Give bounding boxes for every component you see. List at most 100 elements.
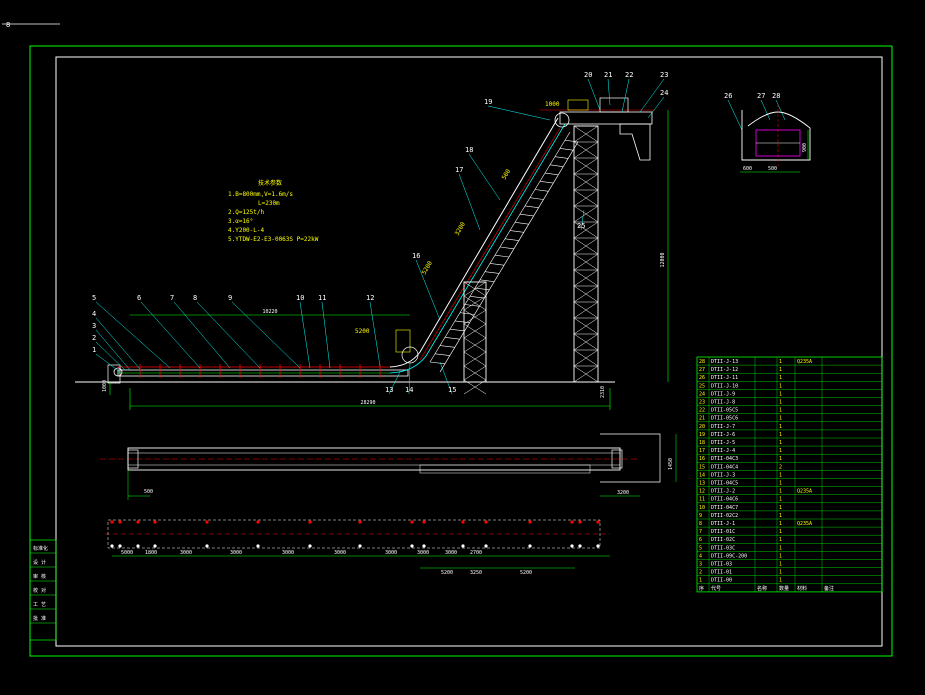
truss-diagonal (529, 197, 544, 200)
callout-8: 8 (193, 294, 197, 302)
truss-diagonal (454, 320, 470, 324)
foundation-point (578, 544, 582, 548)
bom-cell: 25 (699, 383, 705, 389)
bom-cell: 1 (779, 391, 782, 397)
truss-diagonal (434, 353, 450, 356)
callout-23: 23 (660, 71, 668, 79)
truss-diagonal (544, 172, 559, 176)
tower-brace (573, 365, 599, 383)
truss-diagonal (449, 328, 465, 332)
bom-cell: DTII-04C7 (711, 505, 738, 511)
tower-brace (573, 189, 599, 207)
callout-20: 20 (584, 71, 592, 79)
tower-lattice (573, 125, 599, 383)
callout-leader (580, 209, 585, 231)
foundation-point (118, 544, 122, 548)
foundation-dim: 3000 (180, 550, 192, 556)
bom-cell: 1 (779, 497, 782, 503)
tower-brace (573, 141, 599, 159)
bom-cell: 23 (699, 400, 705, 406)
callout-leader (369, 301, 381, 367)
inclined-centerline (419, 127, 561, 361)
foundation-point (153, 520, 157, 524)
bom-cell: DTII-J-3 (711, 472, 735, 478)
foundation-point (410, 520, 414, 524)
bom-cell: DTII-09C-200 (711, 553, 747, 559)
bom-cell: 1 (779, 448, 782, 454)
mid-brace (463, 351, 487, 367)
foundation-point (461, 520, 465, 524)
truss-diagonal (519, 213, 534, 217)
foundation-point (358, 544, 362, 548)
plan-dim-head: 3200 (617, 490, 629, 496)
bom-cell: 1 (779, 456, 782, 462)
bom-cell: 1 (779, 481, 782, 487)
bom-cell: 1 (779, 367, 782, 373)
section-dim-left: 600 (743, 166, 752, 172)
mid-brace (463, 323, 487, 339)
tower-brace (573, 349, 599, 367)
truss-diagonal (469, 295, 485, 299)
take-up-frame (395, 329, 411, 353)
bom-cell: 15 (699, 464, 705, 470)
foundation-dim: 2700 (470, 550, 482, 556)
tower-brace (573, 253, 599, 271)
bom-header-cell: 序 (699, 585, 704, 592)
foundation-point (528, 544, 532, 548)
head-pulley (554, 112, 570, 128)
truss-diagonal (524, 205, 539, 209)
section-dim-height: 900 (802, 143, 808, 152)
callout-11: 11 (318, 294, 326, 302)
bom-cell: 1 (779, 424, 782, 430)
foundation-dim: 3000 (282, 550, 294, 556)
bom-cell: 1 (779, 537, 782, 543)
plan-head-house (600, 433, 661, 483)
bom-cell: 1 (779, 505, 782, 511)
foundation-points (110, 520, 600, 548)
bom-cell: 3 (699, 562, 702, 568)
callout-leader (647, 96, 665, 119)
callout-2: 2 (92, 334, 96, 342)
callout-12: 12 (366, 294, 374, 302)
bom-cell: 1 (779, 521, 782, 527)
foundation-point (422, 520, 426, 524)
foundation-point (153, 544, 157, 548)
bom-cell: 13 (699, 481, 705, 487)
bom-cell: 17 (699, 448, 705, 454)
bom-cell: 27 (699, 367, 705, 373)
bom-cell: 1 (779, 545, 782, 551)
bom-cell: 21 (699, 416, 705, 422)
bom-cell: 1 (779, 416, 782, 422)
plan-dim-width: 1450 (668, 458, 674, 470)
foundation-dim: 3000 (334, 550, 346, 556)
foundation-point (410, 544, 414, 548)
callout-leader (95, 317, 141, 370)
callout-22: 22 (625, 71, 633, 79)
callout-16: 16 (412, 252, 420, 260)
callout-leader (439, 361, 453, 395)
callout-leader (388, 371, 401, 395)
mid-brace (463, 295, 487, 311)
bom-cell: DTII-J-13 (711, 359, 738, 365)
bom-cell: DTII-J-9 (711, 391, 735, 397)
callout-6: 6 (137, 294, 141, 302)
bom-cell: DTII-03 (711, 562, 732, 568)
truss-diagonal (459, 312, 475, 315)
bom-cell: 28 (699, 359, 705, 365)
tower-brace (573, 333, 599, 351)
bom-cell: DTII-J-5 (711, 440, 735, 446)
bom-cell: DTII-J-2 (711, 489, 735, 495)
callout-leader (95, 329, 131, 371)
callout-18: 18 (465, 146, 473, 154)
foundation-point (570, 520, 574, 524)
left-label: 设 计 (33, 559, 46, 566)
bom-cell: 1 (779, 359, 782, 365)
left-label: 批 准 (33, 615, 46, 622)
callout-14: 14 (405, 386, 413, 394)
left-label: 审 核 (33, 573, 46, 580)
foundation-point (110, 544, 114, 548)
bom-cell: 20 (699, 424, 705, 430)
truss-diagonal (464, 304, 480, 307)
